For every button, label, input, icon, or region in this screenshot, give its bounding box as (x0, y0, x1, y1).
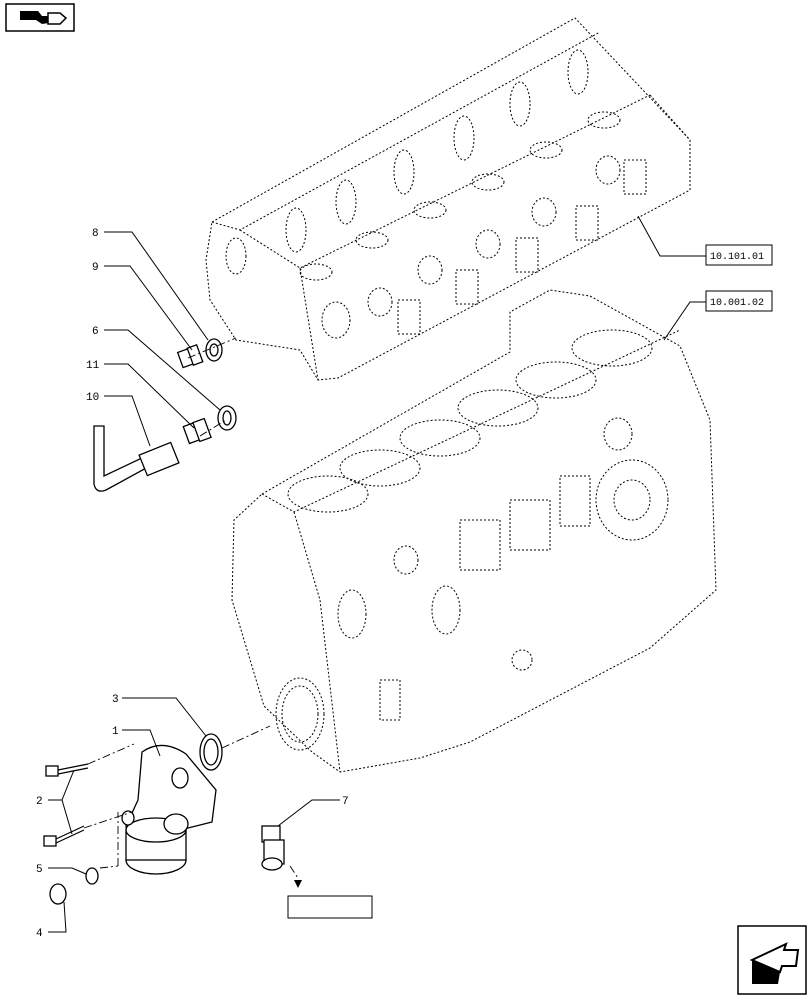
ref-empty[interactable] (287, 895, 373, 919)
plug-4 (49, 883, 67, 905)
thermostat-housing-1 (121, 744, 217, 875)
assembly-lines (83, 337, 302, 888)
bolt-2-upper (45, 763, 89, 777)
ref-engine-block-label: 10.001.02 (710, 298, 764, 309)
callout-8: 8 (92, 228, 99, 240)
union-fitting-9 (176, 343, 204, 369)
callout-7: 7 (342, 796, 349, 808)
callout-5: 5 (36, 864, 43, 876)
callout-4: 4 (36, 928, 43, 940)
book-arrow-icon[interactable] (5, 3, 75, 32)
next-page-arrow-icon[interactable] (737, 925, 807, 995)
fitting-7 (261, 825, 285, 871)
callout-labels: 8 9 6 11 10 3 1 2 5 4 7 (36, 228, 349, 940)
callout-9: 9 (92, 262, 99, 274)
ref-cylinder-head-label: 10.101.01 (710, 252, 764, 263)
engine-block-illustration (231, 289, 717, 773)
callout-1: 1 (112, 726, 119, 738)
leader-lines (48, 215, 706, 933)
callout-11: 11 (86, 360, 100, 372)
washer-5 (85, 867, 99, 885)
elbow-pipe-10 (93, 425, 180, 492)
callout-10: 10 (86, 392, 99, 404)
ref-engine-block[interactable]: 10.001.02 (705, 290, 773, 312)
bolt-2-lower (43, 825, 85, 847)
callout-3: 3 (112, 694, 119, 706)
cylinder-head-illustration (205, 17, 691, 381)
callout-6: 6 (92, 326, 99, 338)
ref-cylinder-head[interactable]: 10.101.01 (705, 244, 773, 266)
union-fitting-11 (182, 417, 212, 445)
callout-2: 2 (36, 796, 43, 808)
